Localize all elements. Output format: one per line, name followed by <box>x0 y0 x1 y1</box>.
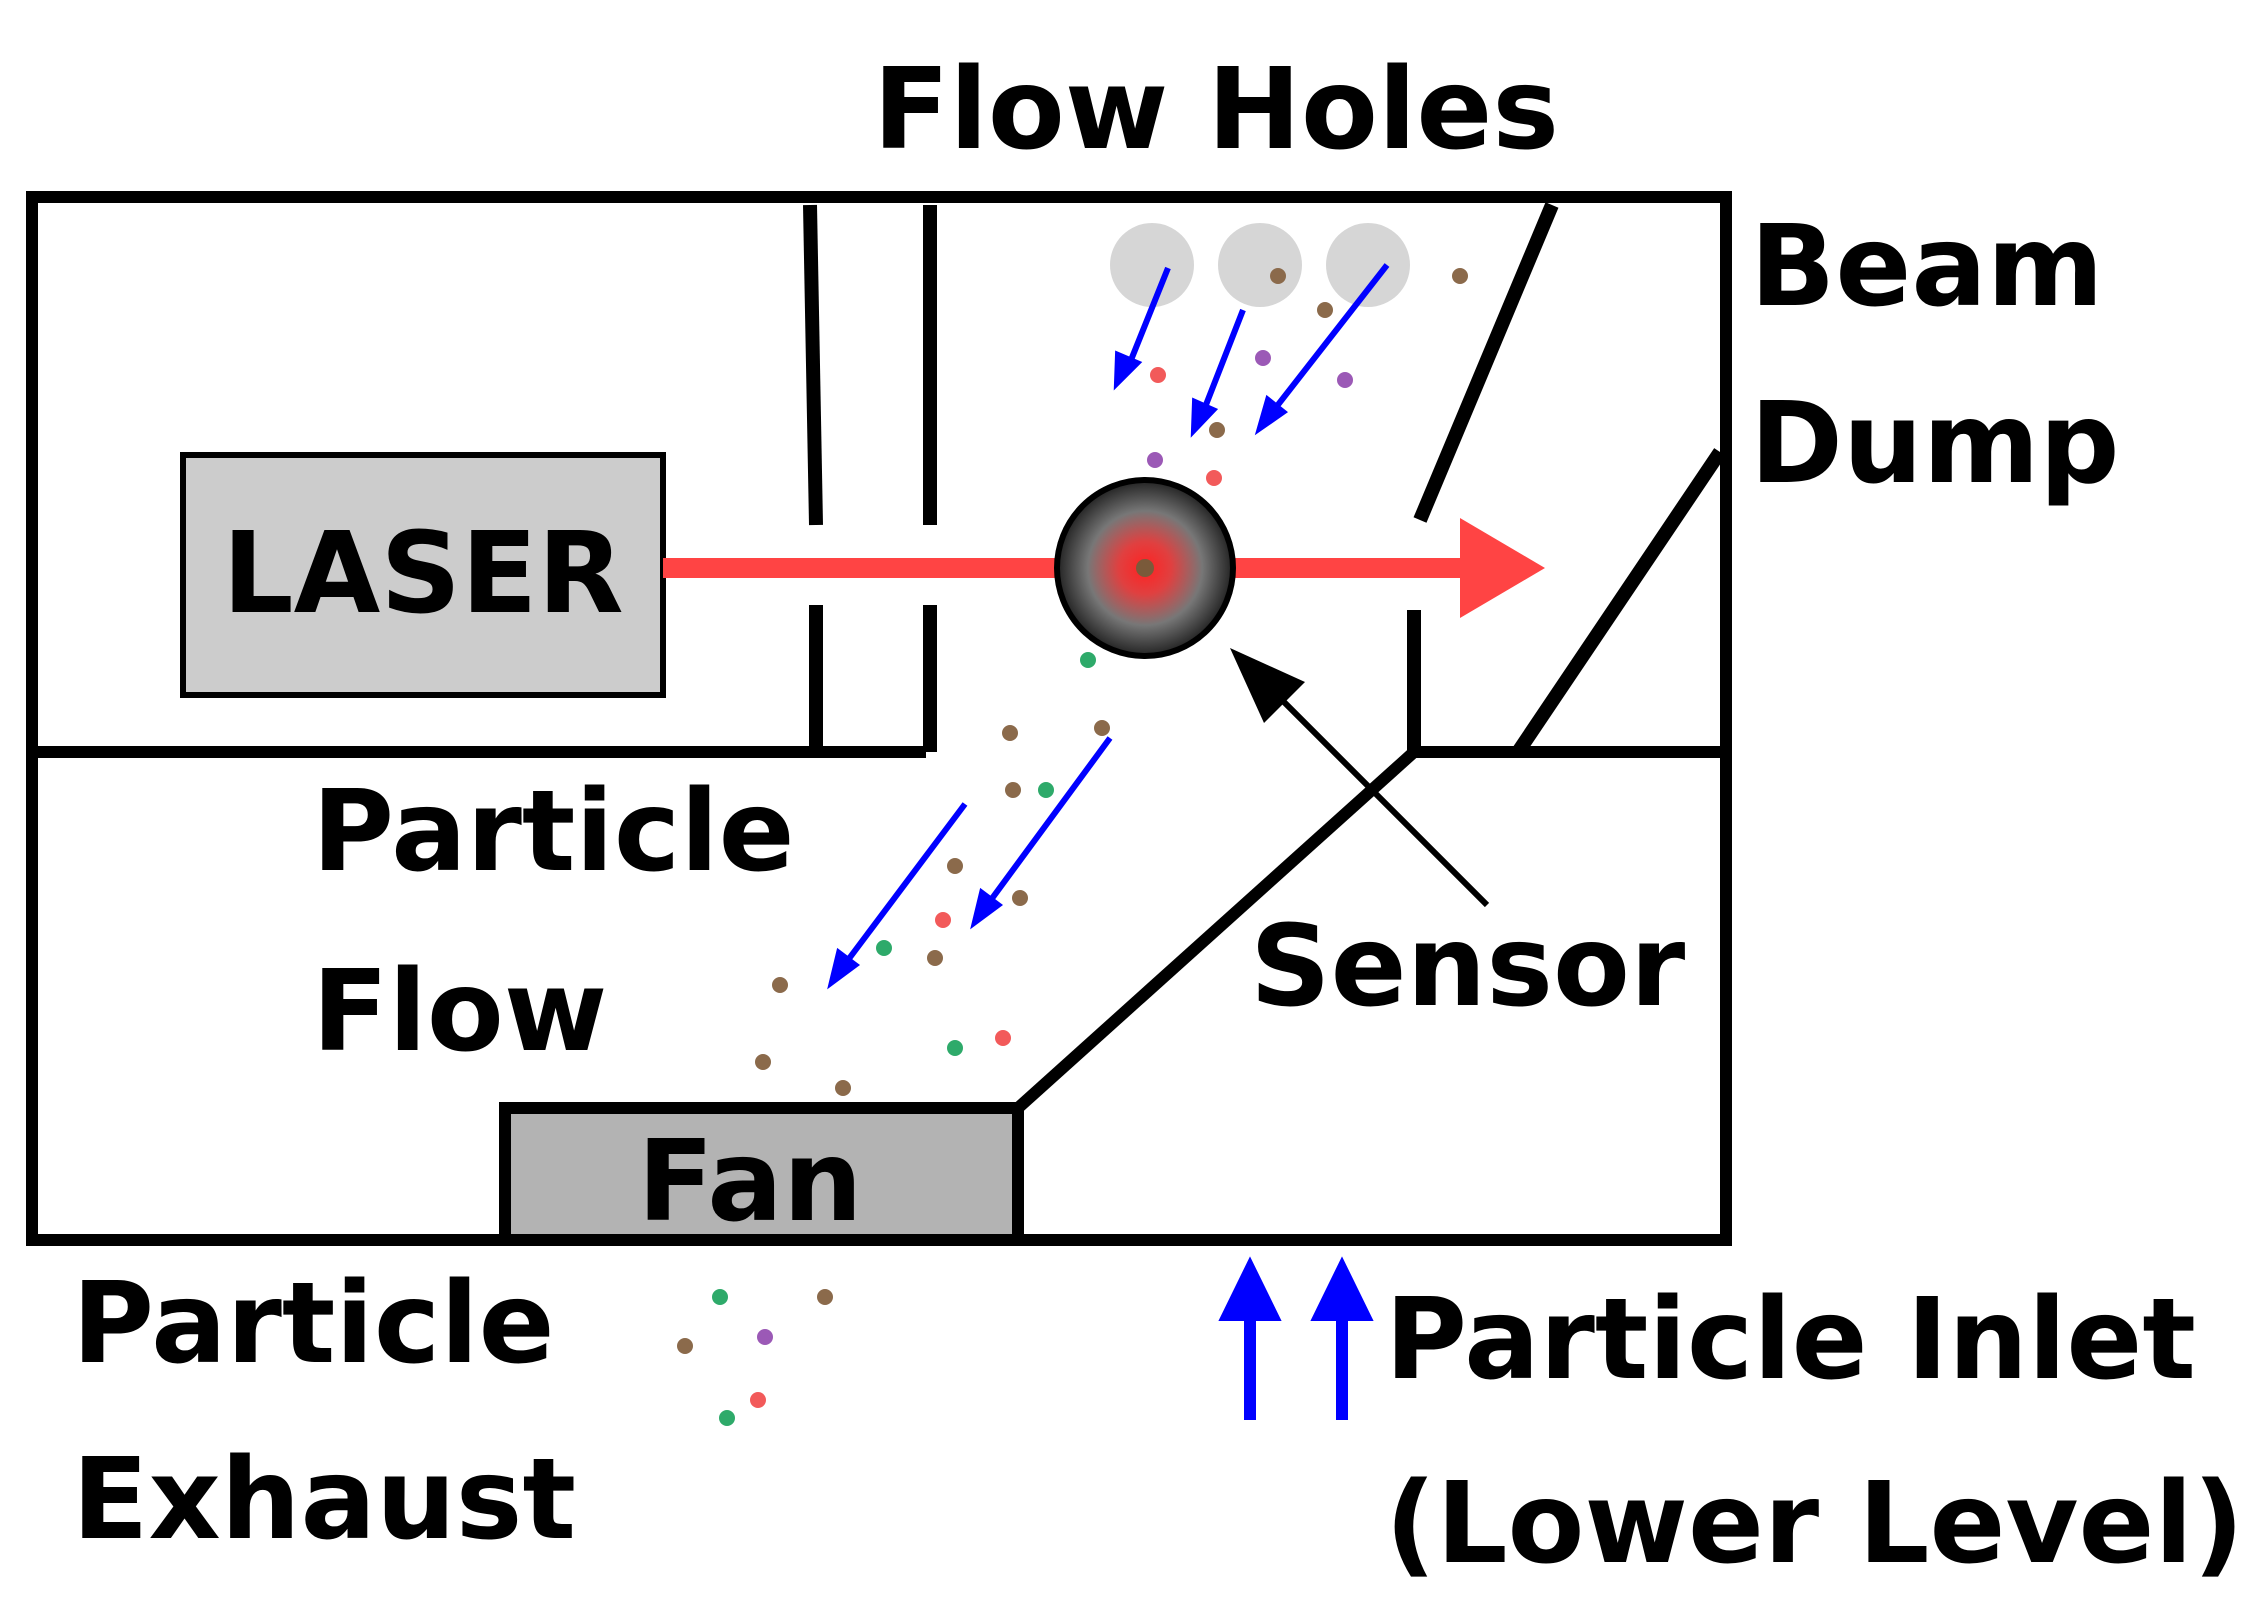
laser-box <box>180 452 666 698</box>
particle-inlet-label-line1: Particle Inlet <box>1385 1275 2196 1405</box>
particle-flow-label-line1: Particle <box>312 767 795 897</box>
beam-dump-wall-diagonal <box>1512 448 1726 756</box>
particle-flow-label-line2: Flow <box>312 947 607 1077</box>
fan-box <box>499 1102 1024 1246</box>
particles <box>677 268 1468 1426</box>
particle-exhaust-label-line1: Particle <box>72 1259 555 1389</box>
flow-hole-1 <box>1110 223 1194 307</box>
inlet-arrow-1 <box>1218 1256 1282 1420</box>
flow-channel-wall <box>1013 747 1419 1113</box>
inlet-arrow-2 <box>1310 1256 1374 1420</box>
sensor-particle <box>1136 559 1154 577</box>
flow-arrow-3 <box>1254 263 1390 436</box>
particle-inlet-arrows <box>1218 1256 1374 1420</box>
laser-label: LASER <box>222 509 623 639</box>
particle-inlet-label-line2: (Lower Level) <box>1385 1459 2244 1589</box>
particle-exhaust-label-line2: Exhaust <box>72 1435 576 1565</box>
flow-arrow-2 <box>1190 308 1246 438</box>
beam-dump-label-line2: Dump <box>1750 379 2120 509</box>
flow-arrow-5 <box>827 802 968 990</box>
particle-flow-arrows <box>827 263 1390 990</box>
flow-arrow-1 <box>1113 266 1171 391</box>
beam-dump-wall-upper <box>1413 202 1559 523</box>
beam-dump-label-line1: Beam <box>1750 202 2104 332</box>
aperture-baffle-1-top <box>803 204 823 526</box>
flow-hole-3 <box>1326 223 1410 307</box>
flow-holes-label: Flow Holes <box>873 45 1559 175</box>
sensor-pointer-arrow <box>1230 648 1490 908</box>
sensor-label: Sensor <box>1250 902 1685 1032</box>
fan-label: Fan <box>637 1117 862 1247</box>
housing-outline <box>26 191 1732 1246</box>
flow-arrow-4 <box>970 736 1113 930</box>
flow-hole-2 <box>1218 223 1302 307</box>
